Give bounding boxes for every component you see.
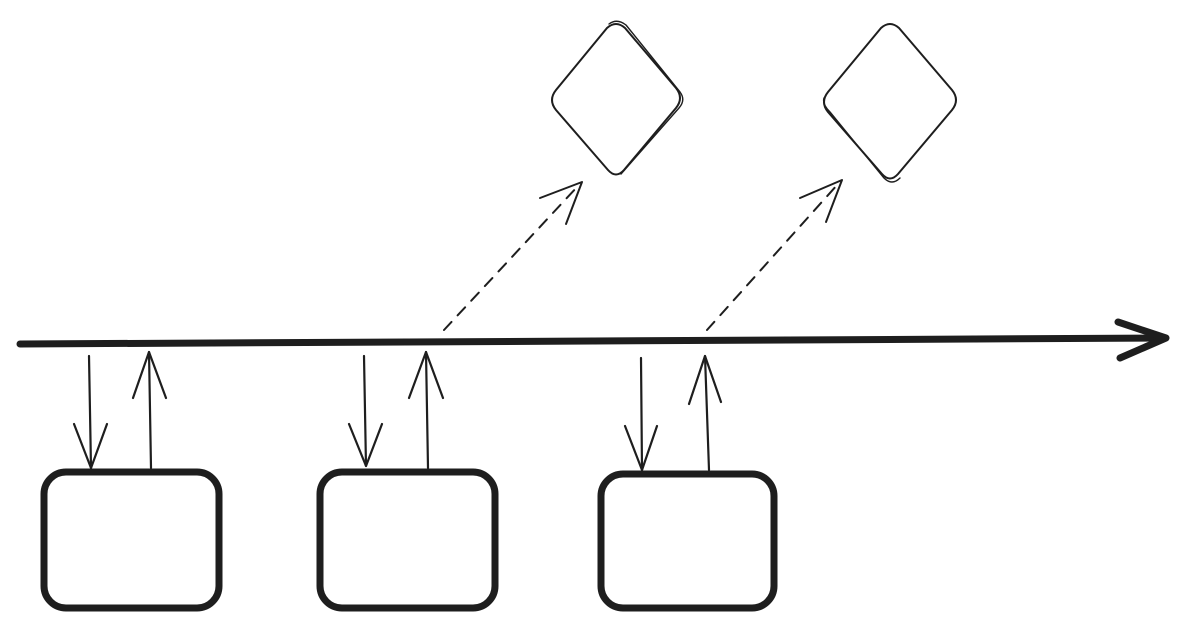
process-box-1 <box>40 468 223 612</box>
up-arrow-1 <box>131 350 168 470</box>
up-arrow-2 <box>407 350 445 470</box>
decision-diamond-2 <box>823 23 957 180</box>
down-arrow-1 <box>72 354 109 470</box>
up-arrow-3 <box>687 354 723 472</box>
decision-diamond-1-sketch <box>608 20 684 175</box>
decision-nodes <box>551 20 957 183</box>
up-arrows <box>131 350 723 472</box>
down-arrow-3 <box>623 356 659 472</box>
down-arrow-2 <box>347 354 384 468</box>
process-box-2 <box>316 468 499 612</box>
process-boxes <box>40 468 778 612</box>
timeline-shaft <box>16 334 1169 348</box>
dashed-arrows <box>443 179 843 331</box>
down-arrows <box>72 354 659 472</box>
process-box-3 <box>597 470 778 612</box>
timeline-arrowhead-icon <box>1114 318 1170 362</box>
dashed-arrow-1 <box>443 181 583 331</box>
timeline-arrow <box>16 318 1170 362</box>
decision-diamond-2-sketch <box>822 97 901 183</box>
dashed-arrow-2 <box>706 179 843 331</box>
decision-diamond-1 <box>551 23 681 176</box>
